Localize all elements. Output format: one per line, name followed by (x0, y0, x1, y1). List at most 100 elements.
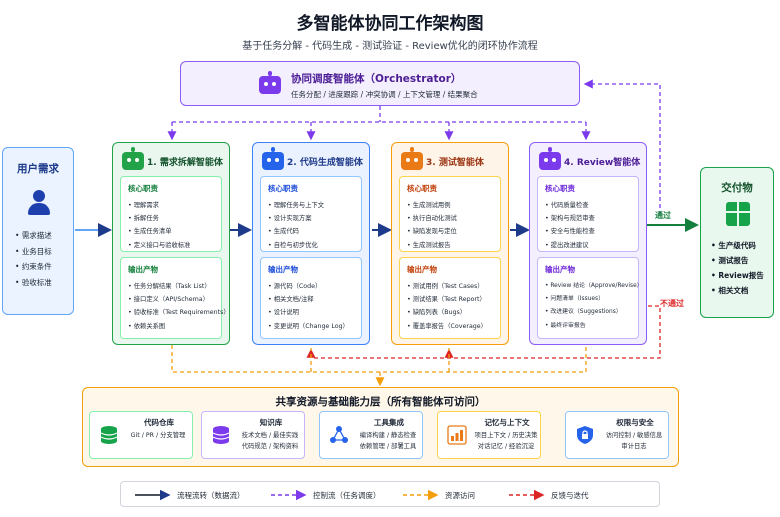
user-need-item: • 验收标准 (15, 277, 52, 287)
pass-label: 通过 (655, 211, 671, 220)
list-item: • 生成代码 (268, 228, 299, 236)
user-icon (27, 190, 51, 216)
robot-icon (122, 147, 144, 170)
orchestrator-box: 协同调度智能体（Orchestrator） 任务分配 / 进度跟踪 / 冲突协调… (180, 61, 580, 106)
list-item: • 依赖关系图 (128, 322, 166, 330)
orchestrator-name: 协同调度智能体（Orchestrator） (291, 73, 462, 85)
fail-label: 不通过 (660, 299, 684, 308)
section-title: 核心职责 (407, 184, 437, 193)
outputs: 输出产物 • 任务分解结果（Task List） • 接口定义（API/Sche… (120, 257, 230, 339)
agent-name: 2. 代码生成智能体 (287, 158, 363, 168)
resource-code-repo: 代码仓库 Git / PR / 分支管理 (89, 411, 193, 459)
list-item: • 变更说明（Change Log） (268, 322, 349, 330)
list-item: • 提出改进建议 (545, 241, 589, 249)
list-item: • 定义接口与验收标准 (128, 241, 191, 249)
outputs: 输出产物 • 源代码（Code） • 相关文档/注释 • 设计说明 • 变更说明… (260, 257, 362, 339)
section-title: 核心职责 (268, 184, 298, 193)
resource-memory: 记忆与上下文 项目上下文 / 历史决策对话记忆 / 经验沉淀 (437, 411, 541, 459)
list-item: • 安全与性能检查 (545, 228, 595, 236)
list-item: • 问题清单（Issues） (545, 296, 605, 303)
legend-label: 反馈与迭代 (551, 491, 589, 500)
user-needs-title: 用户需求 (17, 163, 59, 175)
list-item: • 架构与规范审查 (545, 215, 595, 223)
resource-desc: 访问控制 / 敏感信息审计日志 (605, 432, 663, 450)
list-item: • 改进建议（Suggestions） (545, 309, 622, 316)
deliverables-box: 交付物 • 生产级代码 • 测试报告 • Review报告 • 相关文档 (700, 167, 774, 318)
user-need-item: • 需求描述 (15, 231, 52, 240)
agent-name: 4. Review智能体 (564, 158, 641, 168)
agent-name: 3. 测试智能体 (426, 158, 484, 168)
network-icon (330, 426, 348, 443)
core-duties: 核心职责 • 理解需求 • 拆解任务 • 生成任务清单 • 定义接口与验收标准 (120, 176, 222, 252)
database-icon (100, 426, 118, 444)
outputs: 输出产物 • Review 结论（Approve/Revise） • 问题清单（… (537, 257, 643, 339)
orchestrator-desc: 任务分配 / 进度跟踪 / 冲突协调 / 上下文管理 / 结果聚合 (291, 90, 478, 99)
list-item: • 测试结果（Test Report） (407, 296, 486, 304)
user-need-item: • 约束条件 (15, 262, 52, 271)
robot-icon (401, 147, 423, 170)
agent-card-requirements: 1. 需求拆解智能体 核心职责 • 理解需求 • 拆解任务 • 生成任务清单 •… (112, 142, 230, 345)
list-item: • 覆盖率报告（Coverage） (407, 322, 487, 330)
list-item: • 代码质量检查 (545, 202, 589, 209)
list-item: • 自检与初步优化 (268, 241, 318, 249)
section-title: 核心职责 (128, 184, 158, 193)
legend-label: 流程流转（数据流） (177, 491, 245, 500)
list-item: • 测试用例（Test Cases） (407, 283, 484, 290)
section-title: 输出产物 (545, 265, 575, 274)
list-item: • 接口定义（API/Schema） (128, 296, 209, 304)
core-duties: 核心职责 • 理解任务与上下文 • 设计实现方案 • 生成代码 • 自检与初步优… (260, 176, 362, 252)
deliverable-item: • Review报告 (711, 271, 764, 280)
resource-title: 代码仓库 (144, 418, 174, 427)
shield-icon (577, 426, 593, 444)
deliverables-title: 交付物 (721, 182, 753, 194)
deliverable-item: • 生产级代码 (711, 241, 756, 250)
legend-label: 控制流（任务调度） (313, 491, 381, 500)
section-title: 输出产物 (128, 265, 158, 274)
page-subtitle: 基于任务分解 - 代码生成 - 测试验证 - Review优化的闭环协作流程 (242, 41, 538, 52)
list-item: • 生成测试用例 (407, 202, 451, 209)
agent-card-codegen: 2. 代码生成智能体 核心职责 • 理解任务与上下文 • 设计实现方案 • 生成… (252, 142, 370, 345)
list-item: • Review 结论（Approve/Revise） (545, 283, 643, 289)
list-item: • 验收标准（Test Requirements） (128, 309, 230, 317)
list-item: • 理解任务与上下文 (268, 202, 325, 209)
section-title: 输出产物 (407, 265, 437, 274)
list-item: • 生成任务清单 (128, 228, 172, 236)
list-item: • 拆解任务 (128, 215, 159, 223)
legend-label: 资源访问 (445, 491, 475, 500)
list-item: • 理解需求 (128, 202, 159, 209)
resource-tools: 工具集成 编译构建 / 静态检查依赖管理 / 部署工具 (319, 411, 423, 459)
list-item: • 缺陷列表（Bugs） (407, 309, 467, 317)
user-need-item: • 业务目标 (15, 246, 52, 256)
package-icon (726, 202, 750, 226)
agent-card-review: 4. Review智能体 核心职责 • 代码质量检查 • 架构与规范审查 • 安… (529, 142, 647, 345)
shared-resources-panel: 共享资源与基础能力层（所有智能体可访问） 代码仓库 Git / PR / 分支管… (82, 387, 679, 467)
robot-icon (539, 147, 561, 170)
resource-desc: Git / PR / 分支管理 (130, 432, 186, 439)
list-item: • 任务分解结果（Task List） (128, 283, 211, 290)
resource-title: 知识库 (259, 418, 283, 427)
legend: 流程流转（数据流） 控制流（任务调度） 资源访问 反馈与迭代 (120, 481, 660, 507)
resource-security: 权限与安全 访问控制 / 敏感信息审计日志 (565, 411, 669, 459)
list-item: • 执行自动化测试 (407, 215, 457, 223)
list-item: • 生成测试报告 (407, 241, 451, 249)
resource-desc: 编译构建 / 静态检查依赖管理 / 部署工具 (359, 432, 417, 450)
robot-icon (262, 147, 284, 170)
section-title: 输出产物 (268, 265, 298, 274)
core-duties: 核心职责 • 代码质量检查 • 架构与规范审查 • 安全与性能检查 • 提出改进… (537, 176, 639, 252)
deliverable-item: • 相关文档 (711, 286, 749, 295)
deliverable-item: • 测试报告 (711, 256, 749, 265)
resource-desc: 项目上下文 / 历史决策对话记忆 / 经验沉淀 (474, 432, 538, 450)
list-item: • 缺陷发现与定位 (407, 228, 457, 236)
agent-card-testing: 3. 测试智能体 核心职责 • 生成测试用例 • 执行自动化测试 • 缺陷发现与… (391, 142, 509, 345)
list-item: • 最终评审报告 (545, 322, 586, 329)
list-item: • 设计实现方案 (268, 215, 312, 223)
user-needs-box: 用户需求 • 需求描述 • 业务目标 • 约束条件 • 验收标准 (2, 147, 74, 315)
resource-title: 记忆与上下文 (484, 418, 530, 427)
list-item: • 设计说明 (268, 309, 299, 317)
list-item: • 相关文档/注释 (268, 296, 314, 304)
list-item: • 源代码（Code） (268, 283, 322, 290)
section-title: 核心职责 (545, 184, 575, 193)
resource-title: 权限与安全 (616, 418, 654, 427)
agent-name: 1. 需求拆解智能体 (147, 158, 223, 168)
